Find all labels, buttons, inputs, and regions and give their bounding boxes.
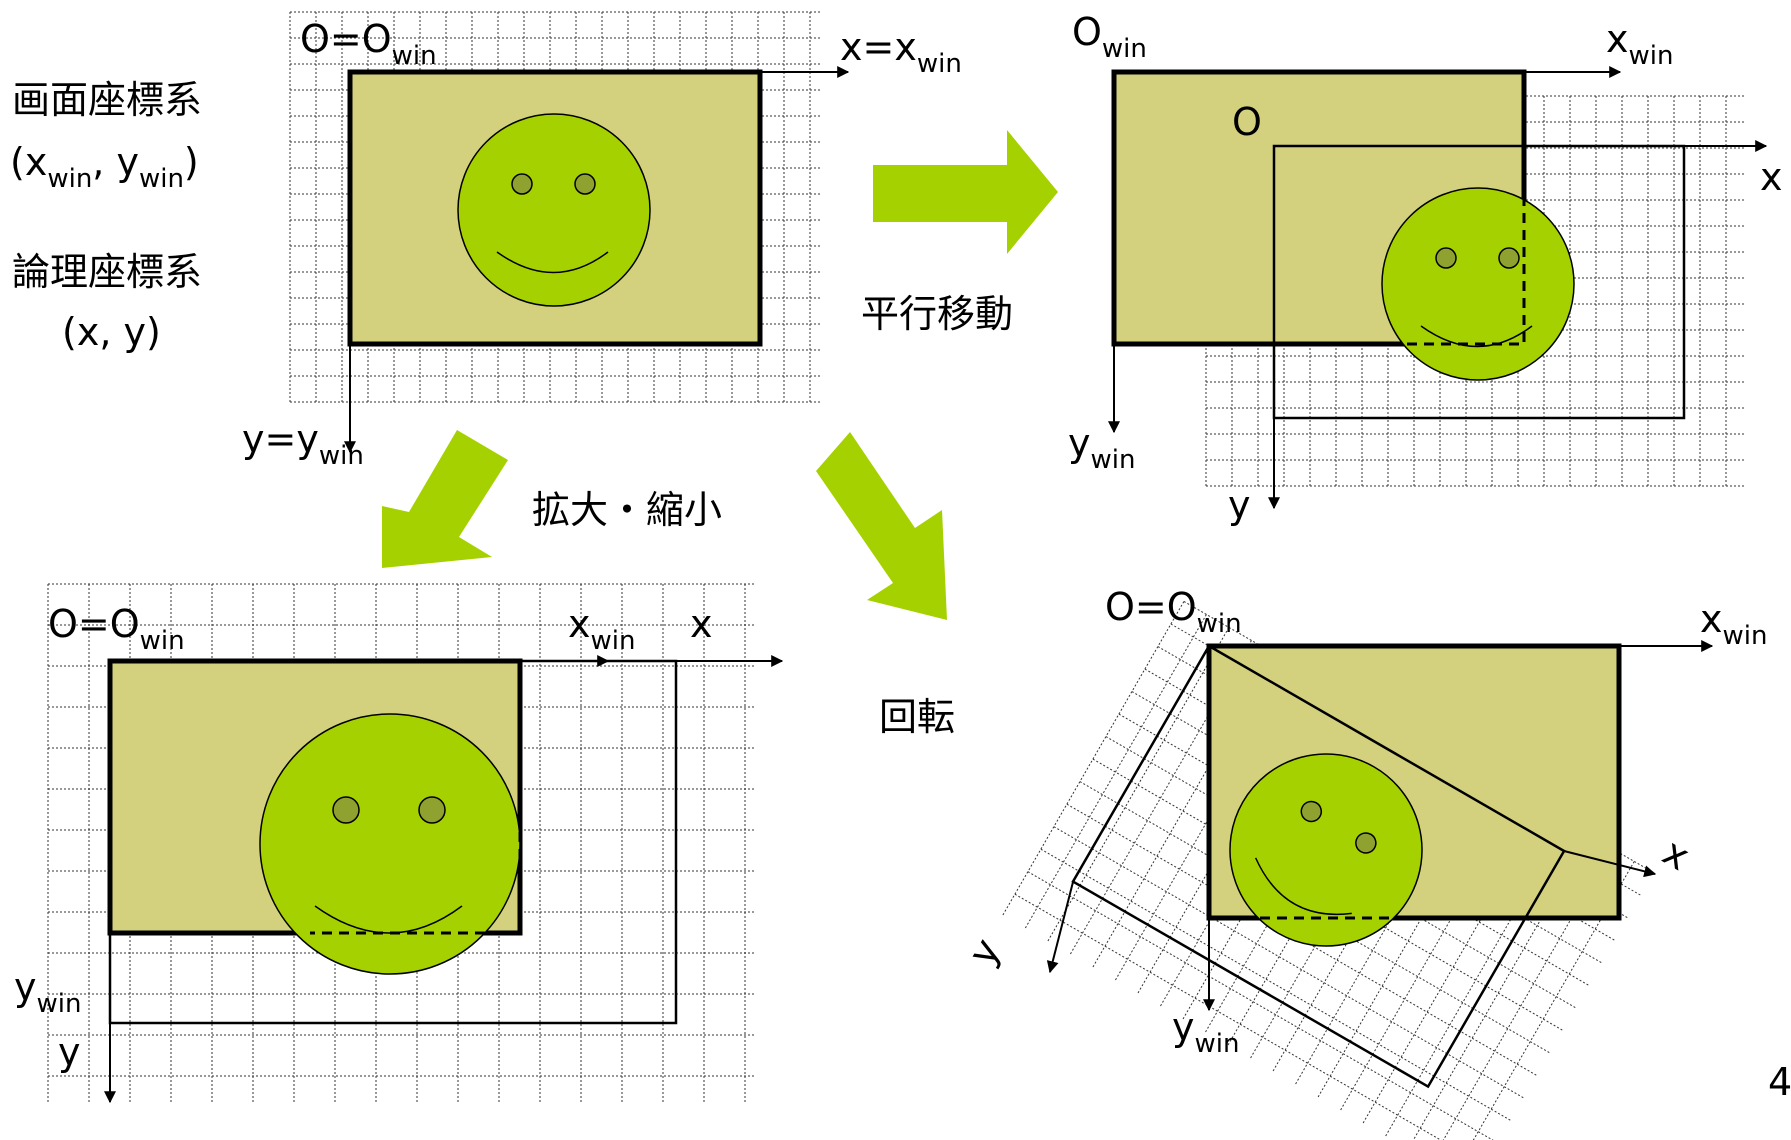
y-win-label-translate: ywin [1068, 421, 1135, 475]
x-label-rotate: x [1656, 830, 1697, 879]
screen-system-label: 画面座標系 [12, 78, 202, 122]
page-number: 4 [1768, 1060, 1791, 1104]
logical-rect-rotate [1071, 644, 1566, 1089]
x-win-label-rotate: xwin [1700, 597, 1767, 651]
panel-rotate: O=Owin xwin x ywin y [960, 585, 1767, 1140]
origin-label-rotate: O=Owin [1105, 585, 1242, 639]
translate-label: 平行移動 [861, 292, 1013, 336]
y-win-label-rotate: ywin [1172, 1005, 1239, 1059]
x-axis-label-original: x=xwin [840, 25, 962, 79]
logical-rect-translate [1272, 144, 1686, 420]
smiley-face-icon [457, 113, 651, 307]
smiley-face-icon [1229, 753, 1423, 947]
grid-line [1014, 893, 1487, 1140]
origin-win-label-translate: Owin [1072, 10, 1147, 64]
logical-coords-label: (x, y) [62, 310, 161, 354]
origin-label-original: O=Owin [300, 17, 437, 71]
y-label-translate: y [1228, 483, 1251, 527]
y-label-scale: y [58, 1030, 81, 1074]
x-label-translate: x [1760, 155, 1783, 199]
grid-line [1047, 627, 1230, 942]
clip-boundary-scale [310, 815, 522, 935]
panel-translate: Owin O xwin x ywin y [1068, 10, 1783, 527]
y-axis-rotate [1046, 881, 1074, 974]
origin-label-scale: O=Owin [48, 602, 185, 656]
y-axis-label-original: y=ywin [242, 417, 364, 471]
origin-label-translate: O [1232, 100, 1262, 144]
smiley-face-icon [1381, 187, 1575, 381]
x-win-label-translate: xwin [1606, 17, 1673, 71]
screen-coords-label: (xwin, ywin) [10, 140, 199, 194]
big-arrow-icon [816, 432, 947, 620]
y-label-rotate: y [960, 931, 1009, 972]
smiley-face-icon [259, 713, 521, 975]
x-label-scale: x [690, 602, 713, 646]
panel-original: O=Owin x=xwin y=ywin [242, 11, 962, 471]
logical-rect-scale [108, 659, 678, 1025]
x-win-label-scale: xwin [568, 602, 635, 656]
logical-system-label: 論理座標系 [12, 250, 202, 294]
x-axis-rotate [1563, 850, 1657, 878]
y-win-label-scale: ywin [14, 965, 81, 1019]
big-arrow-icon [873, 130, 1058, 254]
clip-boundary-translate [1400, 196, 1526, 346]
scale-label: 拡大・縮小 [532, 488, 722, 532]
grid-line [1002, 601, 1185, 916]
rotate-label: 回転 [879, 695, 955, 739]
panel-scale: O=Owin xwin x ywin y [14, 583, 784, 1104]
grid-line [1024, 614, 1207, 929]
big-arrow-icon [382, 430, 508, 568]
